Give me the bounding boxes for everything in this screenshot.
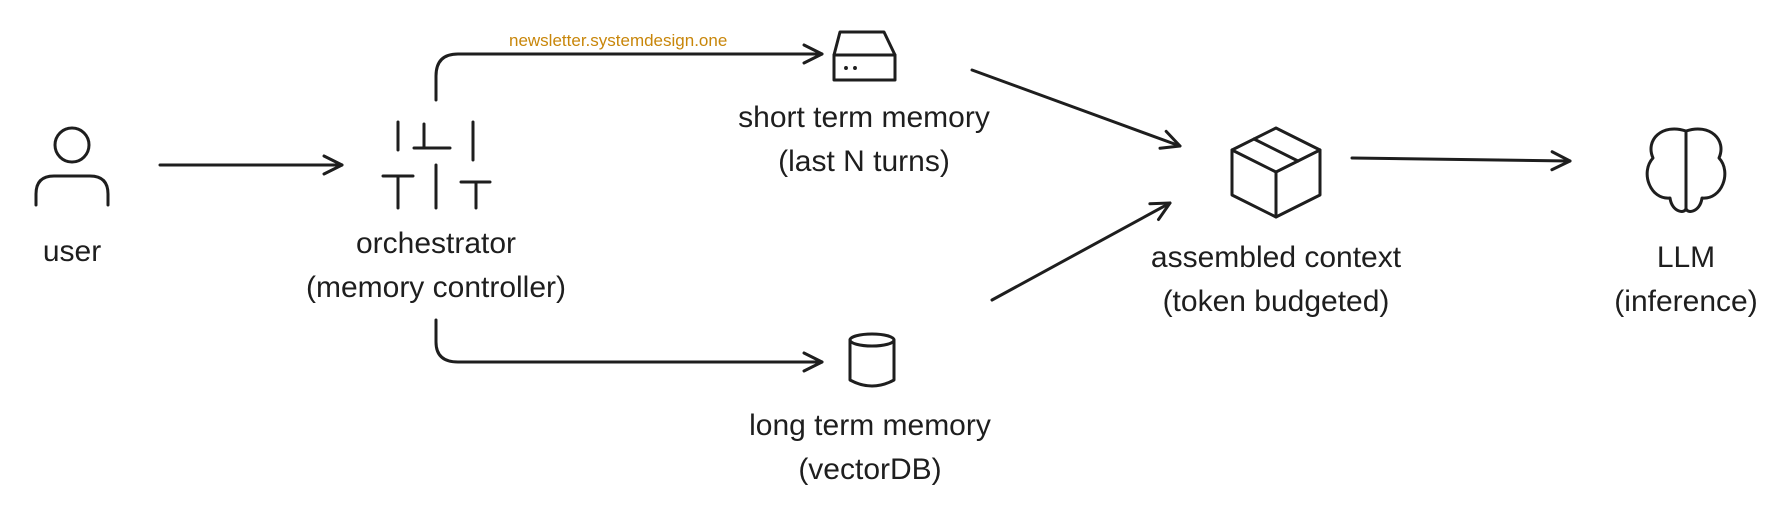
arrow-orchestrator-to-long-term	[434, 318, 824, 373]
arrow-long-term-to-context	[990, 201, 1172, 302]
orchestrator-label: orchestrator (memory controller)	[306, 222, 566, 310]
box-icon	[1230, 126, 1322, 219]
llm-label: LLM (inference)	[1614, 236, 1757, 324]
assembled-context-subtitle: (token budgeted)	[1162, 285, 1390, 318]
user-label: user	[43, 230, 101, 274]
database-icon	[848, 332, 896, 388]
arrow-context-to-llm	[1350, 150, 1572, 172]
short-term-memory-subtitle: (last N turns)	[778, 145, 950, 178]
short-term-memory-label: short term memory (last N turns)	[738, 96, 990, 184]
orchestrator-subtitle: (memory controller)	[305, 271, 567, 304]
long-term-memory-label: long term memory (vectorDB)	[749, 404, 991, 492]
user-label-text: user	[42, 235, 102, 268]
watermark-text: newsletter.systemdesign.one	[509, 31, 728, 50]
llm-subtitle: (inference)	[1614, 285, 1758, 318]
orchestrator-icon	[381, 120, 492, 210]
assembled-context-title: assembled context	[1150, 241, 1402, 274]
long-term-memory-title: long term memory	[749, 409, 991, 442]
brain-icon	[1645, 127, 1727, 213]
long-term-memory-subtitle: (vectorDB)	[798, 453, 942, 486]
llm-title: LLM	[1656, 241, 1716, 274]
person-icon	[34, 126, 110, 207]
arrow-orchestrator-to-short-term	[434, 43, 824, 102]
orchestrator-title: orchestrator	[355, 227, 517, 260]
assembled-context-label: assembled context (token budgeted)	[1151, 236, 1401, 324]
server-icon	[832, 30, 897, 82]
short-term-memory-title: short term memory	[738, 101, 990, 134]
arrow-short-term-to-context	[970, 68, 1182, 150]
